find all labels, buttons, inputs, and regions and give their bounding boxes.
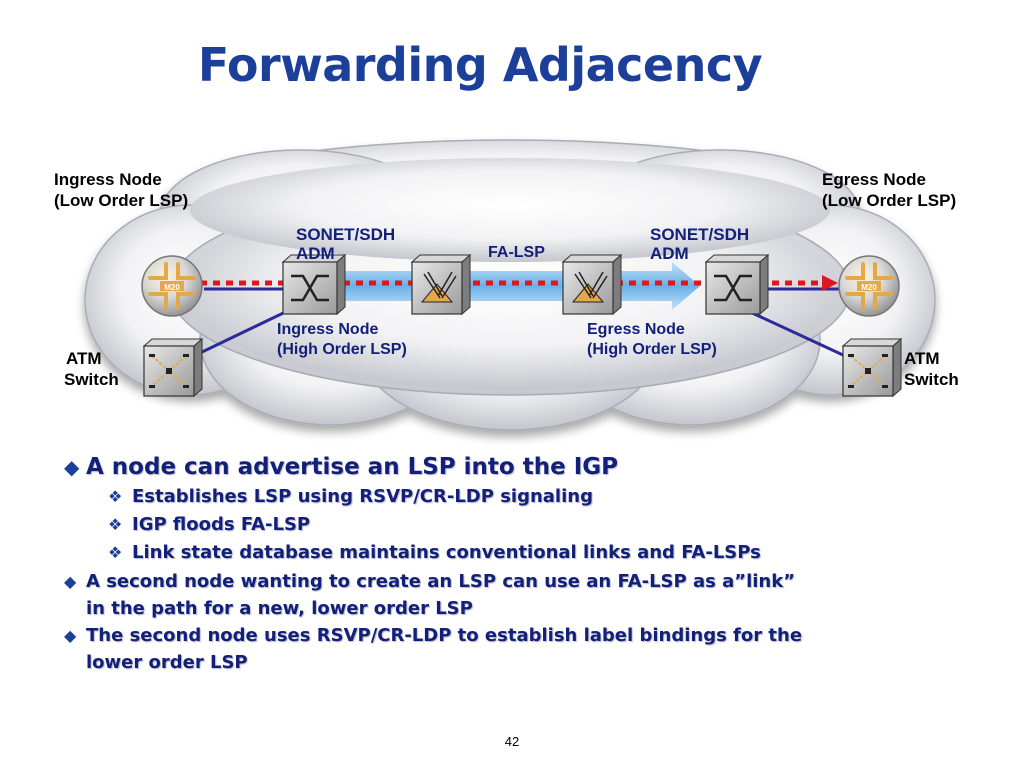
atm-switch-right: [841, 337, 903, 398]
label-sonet-right-1: SONET/SDH: [650, 225, 749, 244]
diamond-bullet-icon: ◆: [64, 572, 77, 591]
diamond-bullet-icon: ◆: [64, 455, 80, 479]
egress-high-order-node: [561, 253, 623, 316]
fleur-bullet-icon: ❖: [108, 543, 123, 562]
label-egress-high-order-2: (High Order LSP): [587, 341, 717, 358]
atm-switch-left: [142, 337, 204, 398]
ingress-high-order-node: [410, 253, 472, 316]
label-atm-right-1: ATM: [904, 349, 940, 368]
fleur-bullet-icon: ❖: [108, 487, 123, 506]
label-sonet-left-2: ADM: [296, 244, 335, 263]
label-atm-left-1: ATM: [66, 349, 102, 368]
router-ingress-low-order: M20: [141, 255, 203, 317]
sub-bullet-2: ❖ IGP floods FA-LSP: [60, 512, 960, 540]
label-ingress-high-order-2: (High Order LSP): [277, 341, 407, 358]
bullet-main-1: ◆ A node can advertise an LSP into the I…: [64, 454, 618, 480]
label-ingress-low-order-1: Ingress Node: [54, 170, 162, 189]
label-egress-low-order-2: (Low Order LSP): [822, 191, 956, 210]
sonet-adm-left: [281, 253, 347, 316]
label-ingress-high-order-1: Ingress Node: [277, 321, 378, 338]
label-atm-right-2: Switch: [904, 370, 959, 389]
router-egress-low-order: M20: [838, 255, 900, 317]
label-fa-lsp: FA-LSP: [488, 244, 545, 261]
page-number: 42: [504, 734, 520, 749]
fleur-bullet-icon: ❖: [108, 515, 123, 534]
sub-bullet-1: ❖ Establishes LSP using RSVP/CR-LDP sign…: [60, 484, 960, 512]
router-badge-left: M20: [164, 283, 180, 292]
bullet-main-3: ◆ The second node uses RSVP/CR-LDP to es…: [60, 622, 960, 676]
bullet-main-2: ◆ A second node wanting to create an LSP…: [60, 568, 960, 622]
diamond-bullet-icon: ◆: [64, 626, 77, 645]
label-atm-left-2: Switch: [64, 370, 119, 389]
label-egress-high-order-1: Egress Node: [587, 321, 685, 338]
router-badge-right: M20: [861, 283, 877, 292]
slide-title: Forwarding Adjacency: [197, 38, 763, 92]
network-diagram: M20 M20: [54, 139, 959, 431]
label-ingress-low-order-2: (Low Order LSP): [54, 191, 188, 210]
label-sonet-left-1: SONET/SDH: [296, 225, 395, 244]
bullet-list: ◆ A node can advertise an LSP into the I…: [60, 452, 960, 676]
sonet-adm-right: [704, 253, 770, 316]
label-sonet-right-2: ADM: [650, 244, 689, 263]
lsp-arrowhead: [822, 275, 838, 291]
sub-bullet-3: ❖ Link state database maintains conventi…: [60, 540, 960, 568]
label-egress-low-order-1: Egress Node: [822, 170, 926, 189]
